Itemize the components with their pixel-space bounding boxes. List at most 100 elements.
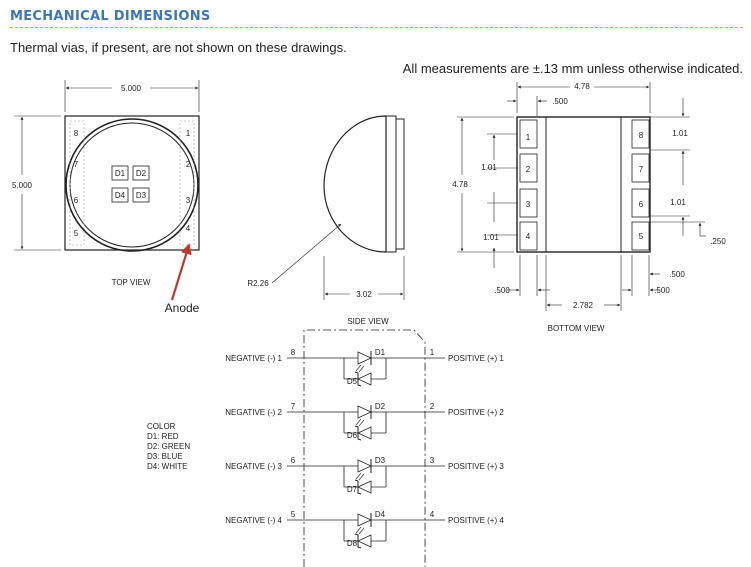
pos-pin-number: 2 — [430, 402, 435, 411]
bottom-height-dimension: 4.78 — [452, 180, 468, 189]
pad-number: 7 — [639, 165, 644, 174]
schematic-channel: D3 D7 6 3 NEGATIVE (-) 3 POSITIVE (+) 3 — [225, 456, 504, 495]
led-label: D3 — [375, 456, 386, 465]
pad-gap-dimension: .250 — [710, 237, 726, 246]
positive-terminal-label: POSITIVE (+) 4 — [448, 516, 504, 525]
positive-terminal-label: POSITIVE (+) 1 — [448, 354, 504, 363]
led-label: D2 — [375, 402, 386, 411]
neg-pin-number: 8 — [291, 348, 296, 357]
led-label: D4 — [375, 510, 386, 519]
pad-width-dimension: .500 — [669, 270, 685, 279]
die-d3 — [132, 187, 150, 203]
color-legend: COLOR D1: RED D2: GREEN D3: BLUE D4: WHI… — [147, 422, 190, 471]
color-legend-item: D2: GREEN — [147, 442, 190, 451]
negative-terminal-label: NEGATIVE (-) 2 — [225, 408, 282, 417]
side-view: R2.26 3.02 SIDE VIEW — [247, 115, 405, 326]
center-dimension: 2.782 — [573, 301, 594, 310]
top-view-label: TOP VIEW — [112, 278, 151, 287]
top-view: D1 D2 D4 D3 1 2 3 4 8 7 6 5 5.000 5.000 … — [12, 80, 200, 315]
package-boundary — [303, 329, 426, 567]
zener-diode-icon — [357, 534, 372, 548]
color-legend-item: D4: WHITE — [147, 462, 187, 471]
pad-pitch-dimension: 1.01 — [670, 198, 686, 207]
schematic-channel: D1 D5 8 1 NEGATIVE (-) 1 POSITIVE (+) 1 — [225, 348, 504, 387]
negative-terminal-label: NEGATIVE (-) 3 — [225, 462, 282, 471]
pos-pin-number: 1 — [430, 348, 435, 357]
die-label: D2 — [136, 169, 147, 178]
led-label: D1 — [375, 348, 386, 357]
die-d4 — [111, 187, 129, 203]
neg-pin-number: 6 — [291, 456, 296, 465]
positive-terminal-label: POSITIVE (+) 2 — [448, 408, 504, 417]
bottom-pad — [631, 153, 650, 183]
bottom-pad — [519, 221, 538, 251]
schematic-channel: D4 D8 5 4 NEGATIVE (-) 4 POSITIVE (+) 4 — [225, 510, 504, 549]
led-diode-icon — [357, 405, 372, 419]
bottom-pad — [631, 188, 650, 218]
zener-label: D8 — [347, 539, 358, 548]
bottom-view: 1 2 3 4 8 7 6 5 4.78 .500 4.78 1.01 — [452, 82, 726, 333]
negative-terminal-label: NEGATIVE (-) 4 — [225, 516, 282, 525]
pad-pitch-dimension: 1.01 — [483, 233, 499, 242]
color-legend-heading: COLOR — [147, 422, 176, 431]
pad-number: 2 — [526, 165, 531, 174]
pin-number: 8 — [74, 129, 79, 138]
top-view-package — [64, 115, 200, 251]
led-diode-icon — [357, 459, 372, 473]
tolerance-note: All measurements are ±.13 mm unless othe… — [402, 61, 743, 76]
radius-dimension: R2.26 — [247, 279, 269, 288]
pos-pin-number: 3 — [430, 456, 435, 465]
pad-number: 5 — [639, 232, 644, 241]
pad-pitch-dimension: 1.01 — [481, 163, 497, 172]
bottom-pad — [631, 119, 650, 149]
top-left-pad-outline — [69, 120, 85, 246]
side-view-base — [385, 115, 397, 253]
led-diode-icon — [357, 513, 372, 527]
zener-diode-icon — [357, 426, 372, 440]
zener-label: D6 — [347, 431, 358, 440]
die-d2 — [132, 165, 150, 181]
bottom-pad — [519, 119, 538, 149]
pad-number: 6 — [639, 200, 644, 209]
side-view-label: SIDE VIEW — [347, 317, 389, 326]
pin-number: 6 — [74, 196, 79, 205]
side-view-dome — [323, 115, 387, 253]
color-legend-item: D3: BLUE — [147, 452, 183, 461]
pad-width-dimension: .500 — [654, 286, 670, 295]
anode-arrow — [170, 243, 192, 301]
bottom-pad — [519, 153, 538, 183]
pin-number: 5 — [74, 229, 79, 238]
led-diode-icon — [357, 351, 372, 365]
title-divider — [10, 27, 743, 28]
pin-number: 7 — [74, 160, 79, 169]
bottom-pad — [519, 188, 538, 218]
pad-width-dimension: .500 — [552, 97, 568, 106]
neg-pin-number: 5 — [291, 510, 296, 519]
pad-width-dimension: .500 — [494, 286, 510, 295]
zener-diode-icon — [357, 480, 372, 494]
zener-diode-icon — [357, 372, 372, 386]
color-legend-item: D1: RED — [147, 432, 179, 441]
section-title: MECHANICAL DIMENSIONS — [10, 9, 211, 24]
pad-number: 8 — [639, 131, 644, 140]
pin-number: 1 — [186, 129, 191, 138]
bottom-width-dimension: 4.78 — [574, 82, 590, 91]
pin-number: 2 — [186, 160, 191, 169]
positive-terminal-label: POSITIVE (+) 3 — [448, 462, 504, 471]
bottom-pad — [631, 221, 650, 251]
top-view-lens-outer — [65, 118, 199, 252]
bottom-view-package — [516, 116, 651, 253]
top-width-dimension: 5.000 — [121, 84, 142, 93]
pad-number: 1 — [526, 133, 531, 142]
die-label: D3 — [136, 191, 147, 200]
zener-label: D5 — [347, 377, 358, 386]
pad-number: 3 — [526, 200, 531, 209]
top-height-dimension: 5.000 — [12, 181, 33, 190]
negative-terminal-label: NEGATIVE (-) 1 — [225, 354, 282, 363]
neg-pin-number: 7 — [291, 402, 296, 411]
zener-label: D7 — [347, 485, 358, 494]
die-d1 — [111, 165, 129, 181]
pad-pitch-dimension: 1.01 — [672, 129, 688, 138]
side-width-dimension: 3.02 — [356, 290, 372, 299]
side-view-substrate — [395, 118, 405, 250]
